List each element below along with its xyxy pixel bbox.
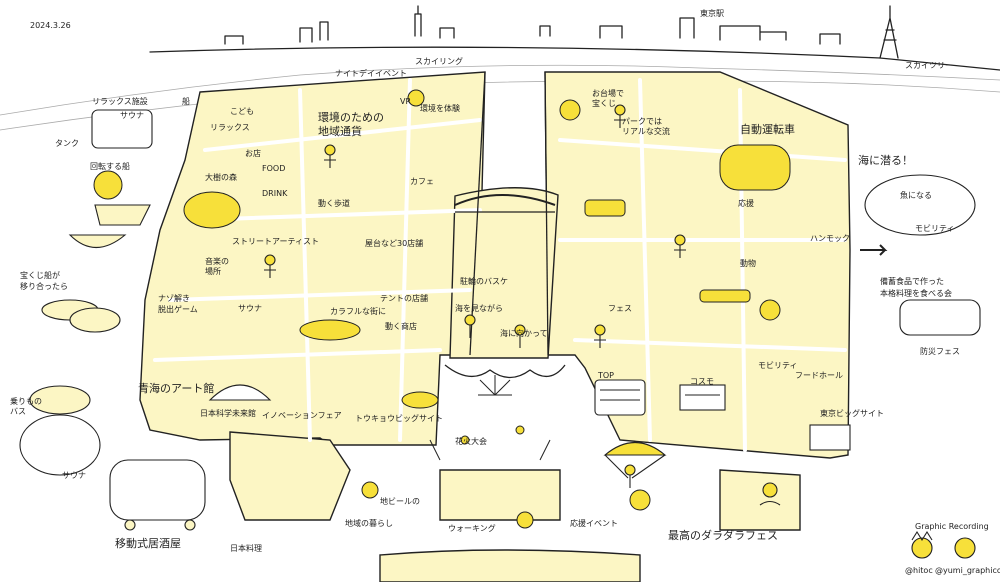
walking-label: ウォーキング xyxy=(448,524,496,533)
tank-label: タンク xyxy=(55,139,79,148)
waterfront-bottom xyxy=(439,469,561,521)
street-label: ストリートアーティスト xyxy=(232,237,320,246)
disaster-label: 防災フェス xyxy=(920,347,960,356)
cheer2-label: 応援 xyxy=(738,199,754,208)
see-sea2-label: 海に向かって xyxy=(500,329,548,338)
food-label: FOOD xyxy=(262,164,286,173)
local-event-label: 地域の暮らし xyxy=(345,519,393,528)
fes-label: フェス xyxy=(608,304,632,313)
see-sea-label: 海を見ながら xyxy=(455,304,503,313)
robot-label: お台場で xyxy=(592,89,624,98)
top-label: TOP xyxy=(598,371,615,380)
food-hall-label: フードホール xyxy=(795,371,843,380)
walk-label: 動く歩道 xyxy=(318,199,350,208)
food-title-2: 本格料理を食べる会 xyxy=(880,289,952,298)
big-tree-label: 大樹の森 xyxy=(205,173,237,182)
hammock-label: ハンモック xyxy=(810,234,850,243)
shop-label: お店 xyxy=(245,149,261,158)
canal-right xyxy=(544,71,549,356)
innovation-label: イノベーションフェア xyxy=(262,411,342,420)
sauna2-label: サウナ xyxy=(62,471,86,480)
land-masses xyxy=(139,71,851,582)
event-label: リアルな交流 xyxy=(622,127,670,136)
night-event-label: ナイトデイイベント xyxy=(335,69,407,78)
food-title: 備蓄食品で作った xyxy=(880,277,944,286)
right-mobility-label: モビリティ xyxy=(915,224,955,233)
ecology-label: 環境を体験 xyxy=(420,104,460,113)
tokyo-tower xyxy=(879,5,899,59)
arch-bridge xyxy=(454,194,556,206)
skyline-buildings xyxy=(224,5,841,45)
mobility-label: モビリティ xyxy=(758,361,798,370)
best-fes-label: 最高のダラダラフェス xyxy=(668,529,778,542)
vr-label: VR xyxy=(400,97,412,106)
buildings xyxy=(208,379,851,451)
sky-ring-label: スカイリング xyxy=(415,57,463,66)
music-label: 音楽の xyxy=(205,257,229,266)
kids-label: こども xyxy=(230,107,254,116)
cheer-label: 応援イベント xyxy=(570,519,618,528)
parachute xyxy=(603,442,667,479)
sauna-label: サウナ xyxy=(120,111,144,120)
date-label: 2024.3.26 xyxy=(30,21,71,30)
wave-front xyxy=(444,364,566,379)
relax-park-label: パークでは xyxy=(622,117,662,126)
cosmo-label: コスモ xyxy=(690,377,714,386)
home-label: 宝くじ船が xyxy=(20,271,60,280)
relax-sp-label: リラックス xyxy=(210,123,250,132)
animal-label: 動物 xyxy=(740,259,756,268)
robot2-label: 宝くじ xyxy=(592,99,616,108)
bus-rental-label: 駐輪のバスケ xyxy=(460,277,508,286)
canal-left xyxy=(469,71,486,356)
sea-bottom-land xyxy=(379,549,641,582)
caffe-label: カフェ xyxy=(410,177,434,186)
colorful-label: カラフルな街に xyxy=(330,307,386,316)
right-sea-bubble xyxy=(860,174,981,336)
ride-label: 乗りもの xyxy=(10,397,42,406)
left-boats xyxy=(19,109,206,531)
izakaya-label: 移動式居酒屋 xyxy=(115,537,181,550)
ship-sauna-label: 船 xyxy=(182,97,190,106)
become-fish-label: 魚になる xyxy=(900,191,932,200)
bottom-right-park xyxy=(719,469,801,531)
waterfront-bottom-left xyxy=(229,431,351,521)
relax-label: リラックス施設 xyxy=(92,97,148,106)
credit-title: Graphic Recording xyxy=(915,522,989,531)
event30-label: 屋台など30店舗 xyxy=(365,239,424,248)
tokyo-bigsight-label: トウキョウビッグサイト xyxy=(355,414,443,423)
japanese-label: 日本料理 xyxy=(230,544,262,553)
skyline-base xyxy=(149,46,1000,71)
self-car-label: 自動運転車 xyxy=(740,123,795,136)
fireworks-label: 花火大会 xyxy=(455,437,487,446)
tent-label: テントの店舗 xyxy=(380,294,428,303)
ship-label: 回転する船 xyxy=(90,162,130,171)
sea-art-label: 青海のアート館 xyxy=(138,382,215,395)
env-title-2: 地域通貨 xyxy=(318,125,362,138)
bigsight-label: 東京ビッグサイト xyxy=(820,409,884,418)
sea-go-label: 海に潜る！ xyxy=(858,154,913,167)
credit-author-2: @yumi_graphico xyxy=(935,566,1000,575)
japan-museum-label: 日本科学未来館 xyxy=(200,409,256,418)
credit-author-1: @hitoc xyxy=(905,566,933,575)
sauna3-label: サウナ xyxy=(238,304,262,313)
escape-label: 脱出ゲーム xyxy=(158,305,198,314)
moving-mall-label: 動く商店 xyxy=(385,322,417,331)
puzzle-label: ナゾ解き xyxy=(158,294,190,303)
beer-label: 地ビールの xyxy=(380,497,420,506)
station-label: 東京駅 xyxy=(700,9,724,18)
place-label: 場所 xyxy=(205,267,221,276)
tower-label: スカイツリー xyxy=(905,61,953,70)
home2-label: 移り合ったら xyxy=(20,282,68,291)
credit-faces xyxy=(911,530,976,559)
bus-label: バス xyxy=(10,407,26,416)
drink-label: DRINK xyxy=(262,189,288,198)
fireworks xyxy=(429,375,551,461)
yellow-accents xyxy=(93,89,791,529)
env-title: 環境のための xyxy=(318,111,384,124)
